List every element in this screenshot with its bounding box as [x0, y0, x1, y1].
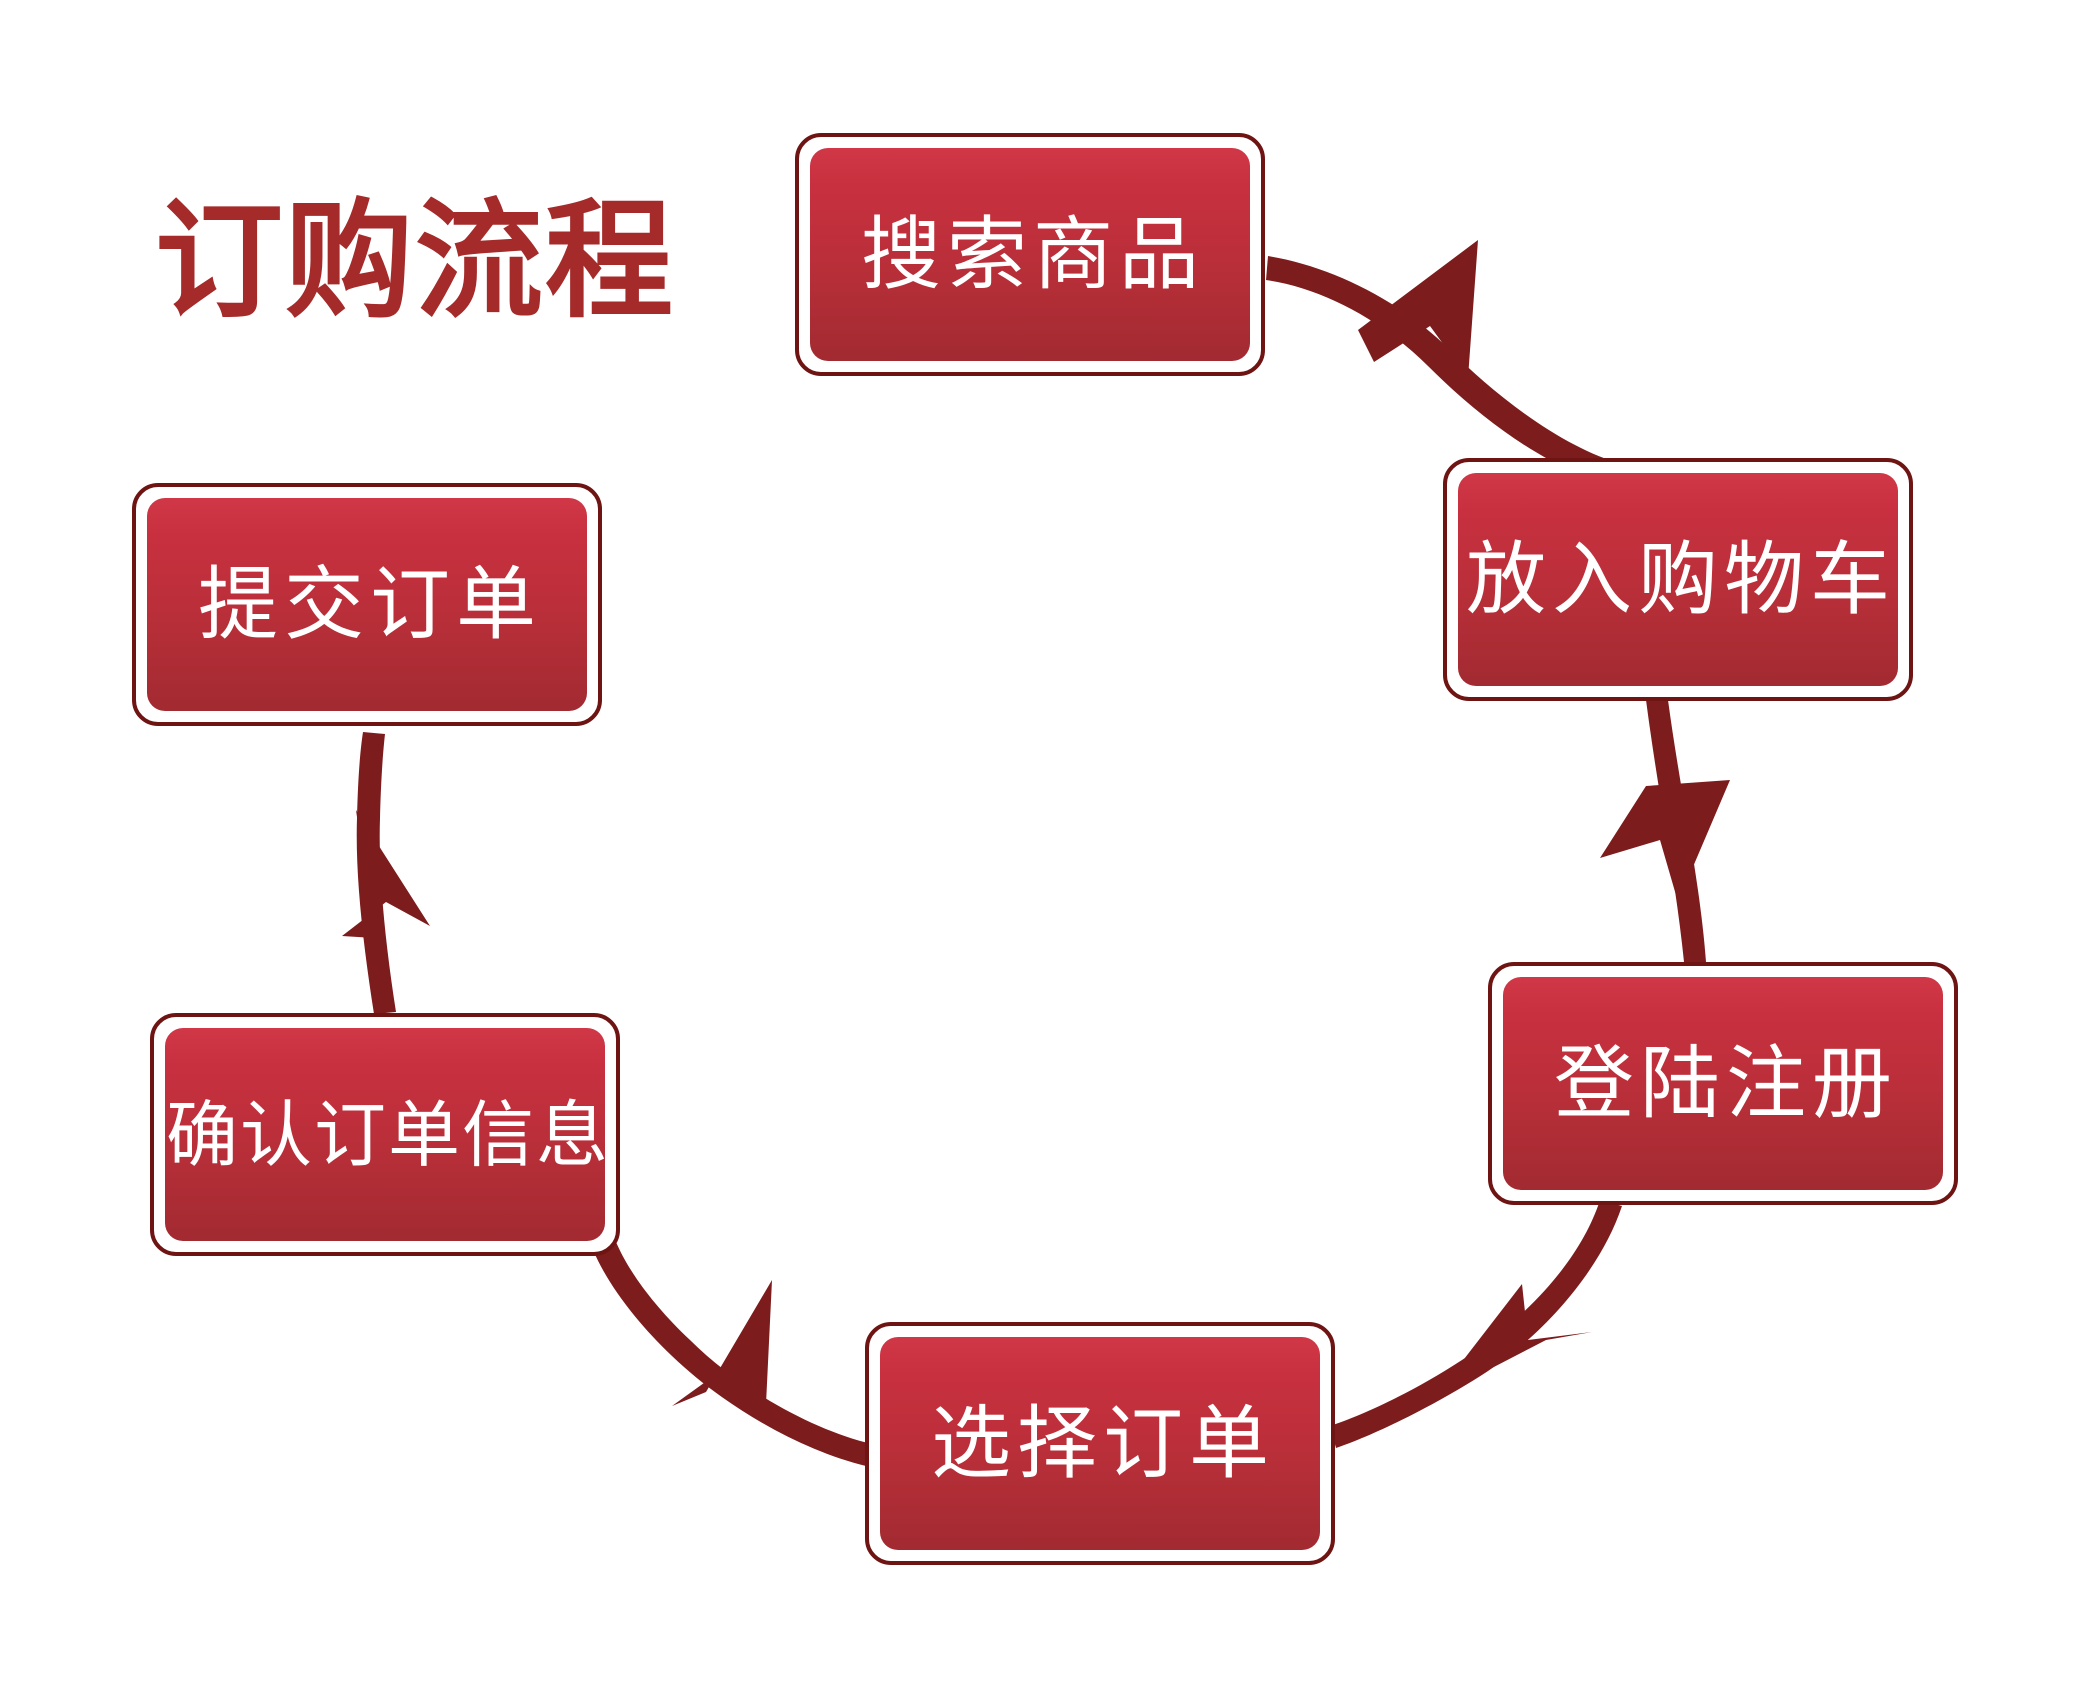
arrow-search-to-cart: [1266, 240, 1622, 488]
node-search[interactable]: 搜索商品: [795, 133, 1265, 376]
node-select-body: 选择订单: [880, 1337, 1320, 1550]
node-submit[interactable]: 提交订单: [132, 483, 602, 726]
node-search-label: 搜索商品: [861, 207, 1205, 301]
node-login-body: 登陆注册: [1503, 977, 1943, 1190]
node-search-body: 搜索商品: [810, 148, 1250, 361]
node-select-label: 选择订单: [931, 1396, 1275, 1490]
node-select[interactable]: 选择订单: [865, 1322, 1335, 1565]
node-confirm-body: 确认订单信息: [165, 1028, 608, 1241]
node-login-label: 登陆注册: [1554, 1036, 1898, 1130]
arrow-cart-to-login: [1600, 700, 1730, 962]
node-cart-label: 放入购物车: [1466, 532, 1896, 626]
arrow-group: [342, 240, 1730, 1466]
arrow-select-to-confirm: [594, 1242, 872, 1466]
node-login[interactable]: 登陆注册: [1488, 962, 1958, 1205]
node-cart-body: 放入购物车: [1458, 473, 1898, 686]
node-confirm-label: 确认订单信息: [166, 1092, 611, 1177]
node-confirm[interactable]: 确认订单信息: [150, 1013, 620, 1256]
node-submit-label: 提交订单: [198, 557, 542, 651]
arrow-login-to-select: [1330, 1200, 1622, 1448]
page-title: 订购流程: [155, 187, 676, 336]
node-submit-body: 提交订单: [147, 498, 587, 711]
node-cart[interactable]: 放入购物车: [1443, 458, 1913, 701]
arrow-confirm-to-submit: [342, 732, 430, 1014]
